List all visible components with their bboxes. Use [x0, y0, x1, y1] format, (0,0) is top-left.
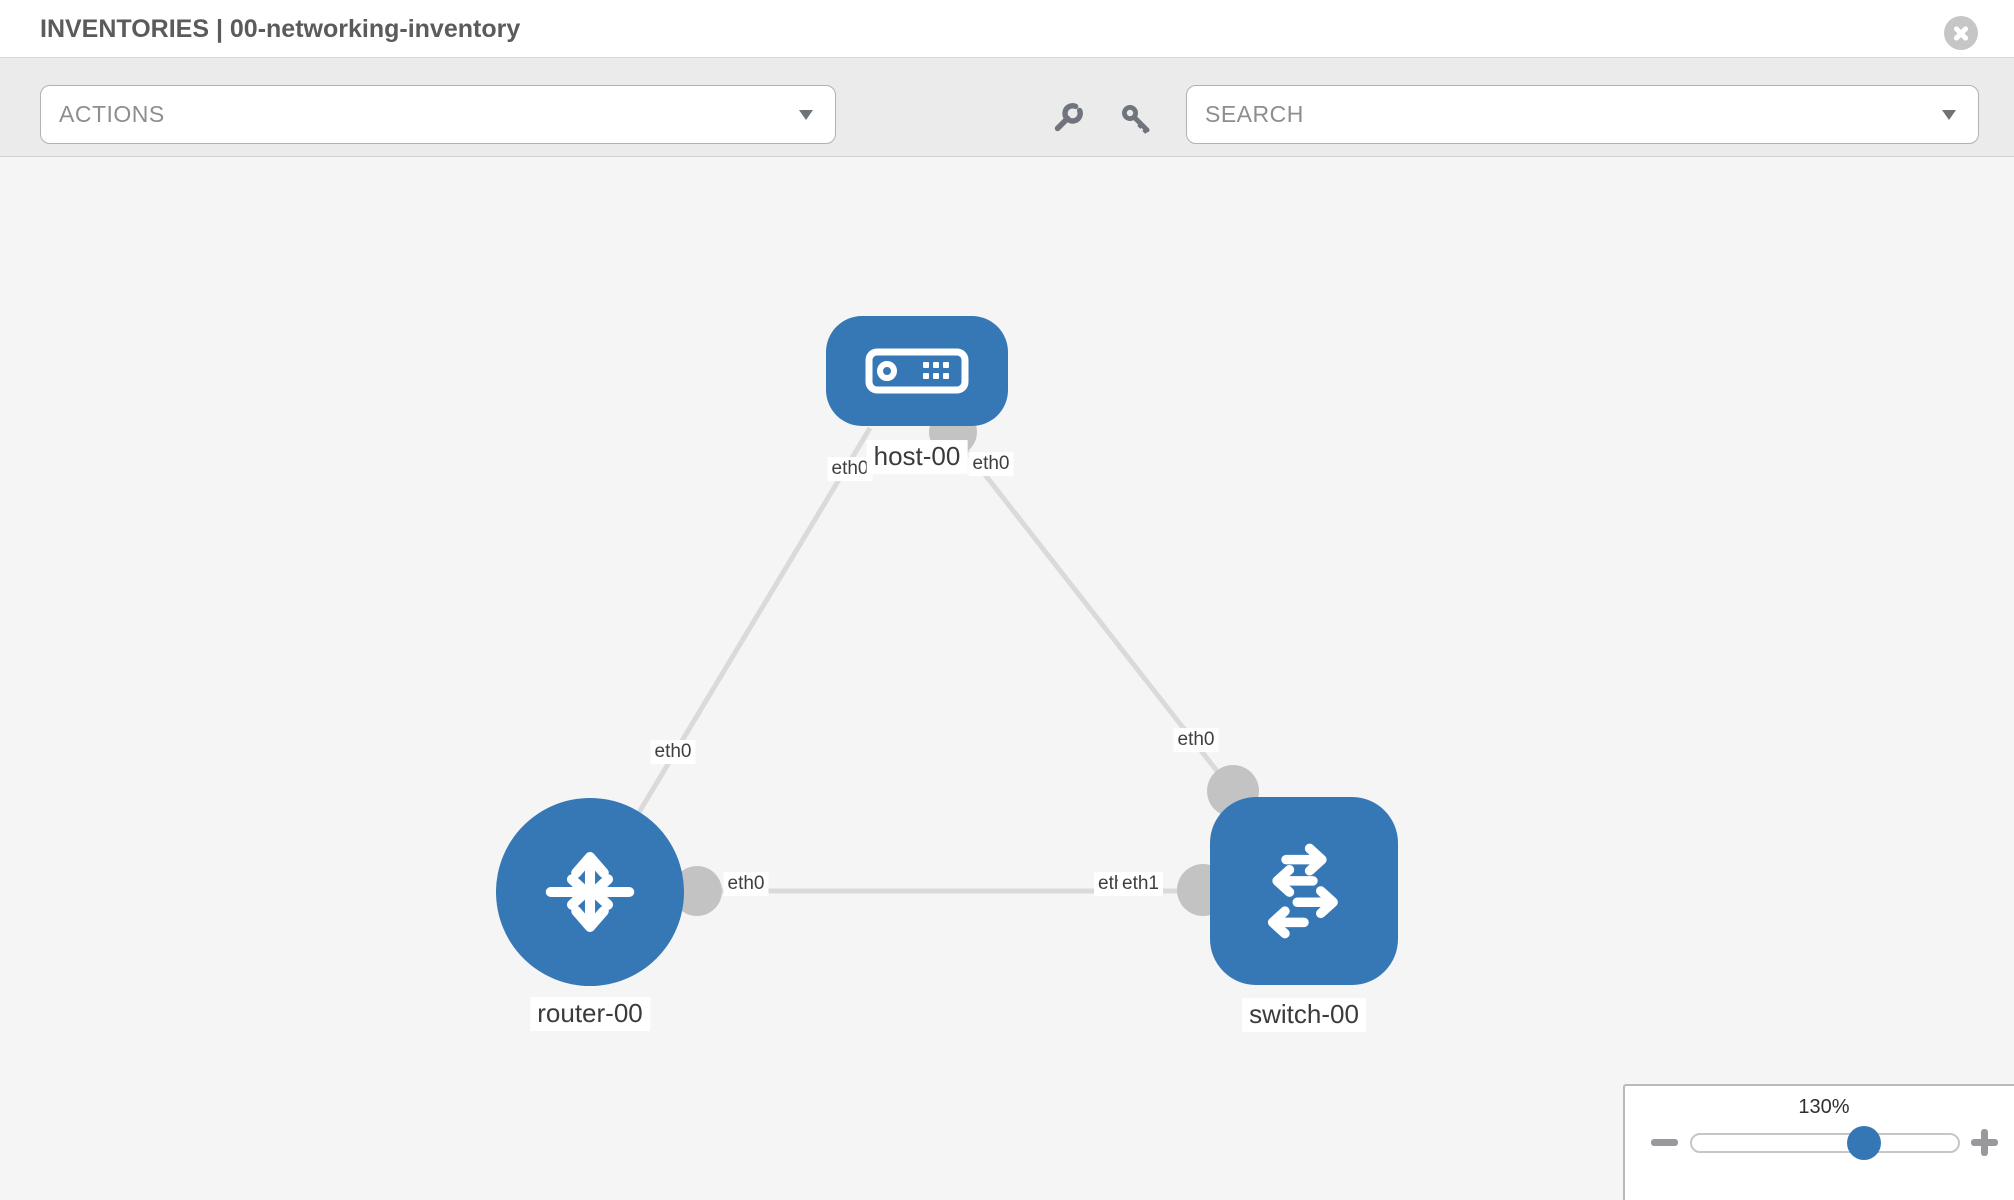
header: INVENTORIES | 00-networking-inventory: [0, 0, 2014, 58]
wrench-icon: [1054, 103, 1083, 132]
toolbar: ACTIONS SEARCH: [0, 58, 2014, 157]
node-host-00[interactable]: [826, 316, 1008, 426]
zoom-slider-handle[interactable]: [1847, 1126, 1881, 1160]
topology-links-layer: [605, 408, 1259, 916]
search-input-placeholder: SEARCH: [1205, 101, 1304, 127]
switch-icon: [1267, 843, 1338, 939]
node-router-00[interactable]: [496, 798, 684, 986]
link-host-router: [605, 426, 873, 866]
host-icon: [865, 348, 969, 394]
close-button[interactable]: [1944, 16, 1978, 50]
actions-dropdown-label: ACTIONS: [59, 101, 165, 127]
iface-label-mid-eth1: eth1: [1118, 872, 1163, 896]
zoom-slider-track[interactable]: [1690, 1133, 1960, 1153]
caret-down-icon: [799, 110, 813, 120]
node-label-router-00: router-00: [530, 997, 650, 1031]
node-switch-00[interactable]: [1210, 797, 1398, 985]
minus-icon: [1651, 1139, 1678, 1146]
router-icon: [545, 851, 635, 933]
caret-down-icon: [1942, 110, 1956, 120]
node-label-switch-00: switch-00: [1242, 998, 1366, 1032]
search-dropdown[interactable]: SEARCH: [1186, 85, 1979, 144]
zoom-out-button[interactable]: [1649, 1130, 1681, 1154]
key-icon: [1122, 105, 1150, 134]
tools-button[interactable]: [1046, 98, 1088, 140]
iface-label-host-eth0-left: eth0: [827, 457, 873, 481]
node-label-host-00: host-00: [866, 440, 968, 474]
zoom-level: 130%: [1798, 1096, 1850, 1118]
iface-label-mid-eth0: eth0: [723, 872, 769, 896]
plus-icon: [1981, 1129, 1988, 1156]
iface-label-switch-eth0: eth0: [1173, 728, 1219, 752]
port-router-right: [672, 866, 722, 916]
close-icon: [1944, 16, 1978, 50]
iface-label-router-eth0: eth0: [650, 740, 696, 764]
zoom-in-button[interactable]: [1969, 1128, 2001, 1156]
key-button[interactable]: [1115, 98, 1157, 140]
iface-label-host-eth0-right: eth0: [968, 452, 1014, 476]
zoom-panel: 130%: [1623, 1084, 2014, 1200]
actions-dropdown[interactable]: ACTIONS: [40, 85, 836, 144]
topology-canvas[interactable]: host-00 router-00 switch-00 eth0 eth0 et…: [0, 158, 2014, 1200]
page-title: INVENTORIES | 00-networking-inventory: [40, 15, 521, 43]
